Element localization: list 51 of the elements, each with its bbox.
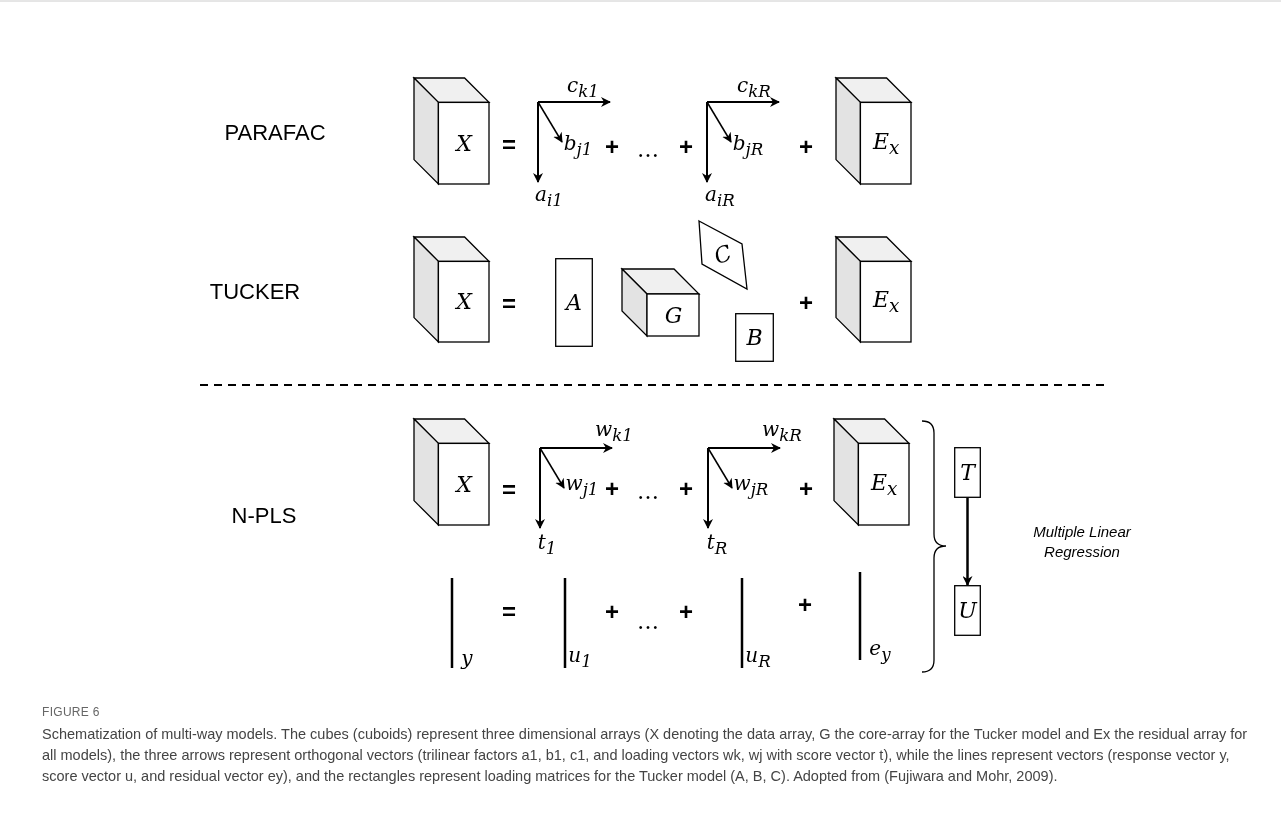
plus-sign: +: [605, 135, 619, 159]
ellipsis: …: [637, 481, 663, 503]
plus-sign: +: [799, 135, 813, 159]
plus-sign: +: [605, 600, 619, 624]
model-name: N-PLS: [231, 505, 297, 527]
vector-label: y: [461, 648, 473, 668]
model-name: PARAFAC: [224, 122, 326, 144]
figure-caption: Schematization of multi-way models. The cubes (cuboids) represent three dimensional arrays (X denoting the data array, G the core-array for the Tucker model and Ex the residual array for all models), the three arrows represent orthogonal vectors (trilinear factors a1, b1, c1, and loading vectors wk, wj with score vector t), while the lines represent vectors (response vector y, score vector u, and residual vector ey), and the rectangles represent loading matrices for the Tucker model (A, B, C). Adopted from (Fujiwara and Mohr, 2009).: [42, 725, 1249, 786]
vector-label: c$_{kR}$: [737, 75, 771, 101]
figure-number: FIGURE 6: [42, 705, 100, 719]
plus-sign: +: [679, 600, 693, 624]
ellipsis: …: [637, 139, 663, 161]
vector-label: u$_{R}$: [745, 645, 771, 671]
equals-sign: =: [502, 292, 516, 316]
vector-label: b$_{jR}$: [732, 133, 764, 159]
plus-sign: +: [799, 477, 813, 501]
matrix-symbol: A: [566, 291, 582, 314]
plus-sign: +: [679, 135, 693, 159]
vector-label: t$_{R}$: [706, 532, 728, 558]
equals-sign: =: [502, 600, 516, 624]
vector-label: w$_{k1}$: [595, 419, 633, 445]
vector-label: b$_{j1}$: [563, 133, 593, 159]
matrix-symbol: E$_{x}$: [871, 471, 898, 499]
model-name: TUCKER: [209, 281, 301, 303]
matrix-symbol: E$_{x}$: [873, 130, 900, 158]
plus-sign: +: [798, 593, 812, 617]
vector-label: t$_{1}$: [537, 532, 557, 558]
matrix-symbol: X: [456, 473, 473, 496]
plus-sign: +: [679, 477, 693, 501]
arrow: [962, 498, 973, 586]
plus-sign: +: [799, 291, 813, 315]
matrix-symbol: B: [746, 326, 763, 349]
plus-sign: +: [605, 477, 619, 501]
matrix-symbol: X: [456, 291, 473, 314]
vector-label: a$_{i1}$: [535, 184, 563, 210]
vector-label: c$_{k1}$: [567, 75, 599, 101]
equals-sign: =: [502, 478, 516, 502]
matrix-symbol: C: [711, 241, 735, 269]
vector-label: e$_{y}$: [869, 638, 891, 664]
ellipsis: …: [637, 611, 663, 633]
vector-label: a$_{iR}$: [705, 184, 735, 210]
equals-sign: =: [502, 133, 516, 157]
matrix-symbol: E$_{x}$: [873, 288, 900, 316]
vector-label: w$_{jR}$: [733, 473, 769, 499]
matrix-symbol: G: [664, 304, 683, 327]
vector-label: w$_{kR}$: [762, 419, 802, 445]
matrix-symbol: T: [960, 461, 975, 484]
vector-label: w$_{j1}$: [565, 473, 599, 499]
vector-label: u$_{1}$: [568, 645, 592, 671]
matrix-symbol: U: [958, 599, 977, 622]
matrix-symbol: X: [456, 132, 473, 155]
